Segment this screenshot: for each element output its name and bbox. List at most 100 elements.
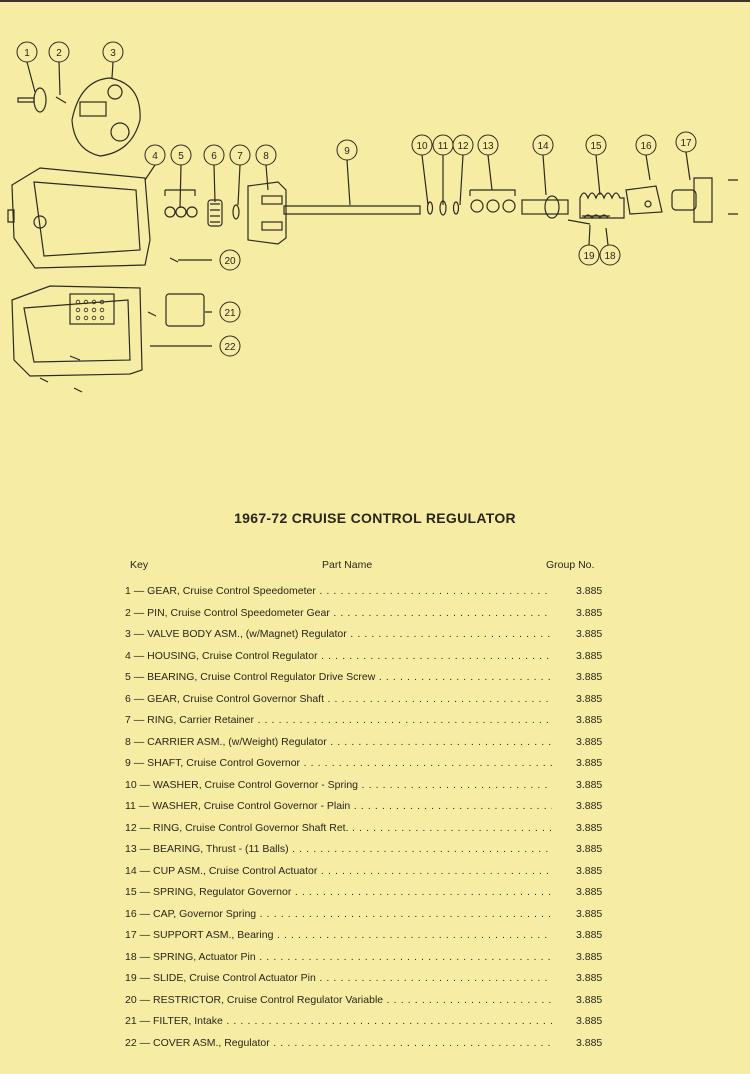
callout-21: 21 bbox=[219, 301, 241, 323]
svg-text:10: 10 bbox=[416, 141, 428, 152]
callout-8: 8 bbox=[255, 144, 277, 166]
column-header-part-name: Part Name bbox=[322, 559, 373, 571]
part-row: 7 — RING, Carrier Retainer 3.885 bbox=[125, 714, 615, 736]
group-number: 3.885 bbox=[576, 929, 603, 941]
group-number: 3.885 bbox=[576, 649, 603, 662]
callout-18: 18 bbox=[599, 244, 621, 266]
part-name: 16 — CAP, Governor Spring bbox=[125, 908, 552, 920]
part-name: 9 — SHAFT, Cruise Control Governor bbox=[125, 757, 552, 769]
part-row: 2 — PIN, Cruise Control Speedometer Gear… bbox=[125, 607, 615, 629]
svg-text:15: 15 bbox=[590, 141, 602, 152]
callout-14: 14 bbox=[532, 134, 554, 156]
part-name: 10 — WASHER, Cruise Control Governor - S… bbox=[125, 779, 552, 791]
svg-text:4: 4 bbox=[152, 151, 158, 162]
part-name: 1 — GEAR, Cruise Control Speedometer bbox=[125, 585, 552, 597]
part-row: 14 — CUP ASM., Cruise Control Actuator 3.… bbox=[125, 865, 615, 887]
callout-3: 3 bbox=[102, 41, 124, 63]
svg-text:7: 7 bbox=[237, 151, 243, 162]
callout-13: 13 bbox=[477, 134, 499, 156]
svg-text:17: 17 bbox=[680, 138, 692, 149]
parts-list: 1 — GEAR, Cruise Control Speedometer 3.88… bbox=[125, 585, 615, 1058]
part-row: 19 — SLIDE, Cruise Control Actuator Pin 3… bbox=[125, 972, 615, 994]
callout-4: 4 bbox=[144, 144, 166, 166]
group-number: 3.885 bbox=[576, 735, 603, 748]
column-header-group-no: Group No. bbox=[546, 559, 595, 571]
group-number: 3.885 bbox=[576, 1036, 603, 1049]
part-row: 12 — RING, Cruise Control Governor Shaft… bbox=[125, 822, 615, 844]
part-name: 17 — SUPPORT ASM., Bearing bbox=[125, 929, 552, 941]
part-name: 11 — WASHER, Cruise Control Governor - P… bbox=[125, 800, 552, 812]
part-name: 3 — VALVE BODY ASM., (w/Magnet) Regulato… bbox=[125, 628, 552, 640]
svg-text:12: 12 bbox=[457, 141, 469, 152]
part-row: 8 — CARRIER ASM., (w/Weight) Regulator 3.… bbox=[125, 736, 615, 758]
callout-17: 17 bbox=[675, 131, 697, 153]
svg-text:20: 20 bbox=[224, 256, 236, 267]
svg-text:11: 11 bbox=[438, 141, 449, 152]
group-number: 3.885 bbox=[576, 606, 603, 619]
group-number: 3.885 bbox=[576, 950, 603, 963]
callout-2: 2 bbox=[48, 41, 70, 63]
part-name: 21 — FILTER, Intake bbox=[125, 1015, 552, 1027]
part-name: 6 — GEAR, Cruise Control Governor Shaft bbox=[125, 693, 552, 705]
svg-text:3: 3 bbox=[110, 48, 116, 59]
group-number: 3.885 bbox=[576, 907, 603, 920]
column-header-key: Key bbox=[130, 559, 149, 571]
callout-15: 15 bbox=[585, 134, 607, 156]
callout-22: 22 bbox=[219, 335, 241, 357]
part-row: 3 — VALVE BODY ASM., (w/Magnet) Regulato… bbox=[125, 628, 615, 650]
group-number: 3.885 bbox=[576, 821, 603, 834]
group-number: 3.885 bbox=[576, 778, 603, 791]
group-number: 3.885 bbox=[576, 864, 603, 877]
part-name: 8 — CARRIER ASM., (w/Weight) Regulator bbox=[125, 736, 552, 748]
part-row: 18 — SPRING, Actuator Pin3.885 bbox=[125, 951, 615, 973]
part-row: 21 — FILTER, Intake 3.885 bbox=[125, 1015, 615, 1037]
part-name: 12 — RING, Cruise Control Governor Shaft… bbox=[125, 822, 552, 834]
group-number: 3.885 bbox=[576, 886, 603, 898]
part-name: 19 — SLIDE, Cruise Control Actuator Pin bbox=[125, 972, 552, 984]
svg-text:14: 14 bbox=[537, 141, 549, 152]
page-title: 1967-72 CRUISE CONTROL REGULATOR bbox=[234, 510, 516, 526]
svg-text:9: 9 bbox=[344, 146, 350, 157]
svg-text:1: 1 bbox=[24, 48, 30, 59]
part-row: 13 — BEARING, Thrust - (11 Balls) 3.885 bbox=[125, 843, 615, 865]
callout-16: 16 bbox=[635, 134, 657, 156]
svg-text:13: 13 bbox=[482, 141, 494, 152]
callout-6: 6 bbox=[203, 144, 225, 166]
callout-9: 9 bbox=[336, 139, 358, 161]
part-row: 17 — SUPPORT ASM., Bearing 3.885 bbox=[125, 929, 615, 951]
callout-12: 12 bbox=[452, 134, 474, 156]
group-number: 3.885 bbox=[576, 800, 603, 812]
part-name: 7 — RING, Carrier Retainer bbox=[125, 714, 552, 726]
callout-20: 20 bbox=[219, 249, 241, 271]
part-name: 5 — BEARING, Cruise Control Regulator Dr… bbox=[125, 671, 552, 683]
group-number: 3.885 bbox=[576, 714, 603, 726]
group-number: 3.885 bbox=[576, 692, 603, 705]
part-name: 13 — BEARING, Thrust - (11 Balls) bbox=[125, 843, 552, 855]
part-name: 15 — SPRING, Regulator Governor bbox=[125, 886, 552, 898]
part-row: 22 — COVER ASM., Regulator3.885 bbox=[125, 1037, 615, 1059]
part-name: 20 — RESTRICTOR, Cruise Control Regulato… bbox=[125, 994, 552, 1006]
group-number: 3.885 bbox=[576, 1015, 603, 1027]
part-row: 20 — RESTRICTOR, Cruise Control Regulato… bbox=[125, 994, 615, 1016]
part-name: 4 — HOUSING, Cruise Control Regulator bbox=[125, 650, 552, 662]
group-number: 3.885 bbox=[576, 993, 603, 1006]
part-row: 1 — GEAR, Cruise Control Speedometer 3.88… bbox=[125, 585, 615, 607]
part-row: 6 — GEAR, Cruise Control Governor Shaft 3… bbox=[125, 693, 615, 715]
part-row: 10 — WASHER, Cruise Control Governor - S… bbox=[125, 779, 615, 801]
part-row: 4 — HOUSING, Cruise Control Regulator 3.8… bbox=[125, 650, 615, 672]
callout-7: 7 bbox=[229, 144, 251, 166]
exploded-parts-diagram: 1 2 3 4 5 6 7 8 9 10 11 12 13 14 15 16 1… bbox=[7, 41, 738, 393]
group-number: 3.885 bbox=[576, 843, 603, 855]
part-row: 15 — SPRING, Regulator Governor 3.885 bbox=[125, 886, 615, 908]
callout-11: 11 bbox=[432, 134, 454, 156]
svg-text:21: 21 bbox=[224, 308, 236, 319]
group-number: 3.885 bbox=[576, 972, 603, 984]
callout-19: 19 bbox=[578, 244, 600, 266]
part-name: 14 — CUP ASM., Cruise Control Actuator bbox=[125, 865, 552, 877]
callout-10: 10 bbox=[411, 134, 433, 156]
group-number: 3.885 bbox=[576, 585, 603, 597]
callout-1: 1 bbox=[16, 41, 38, 63]
part-row: 11 — WASHER, Cruise Control Governor - P… bbox=[125, 800, 615, 822]
svg-text:8: 8 bbox=[263, 151, 269, 162]
svg-text:18: 18 bbox=[604, 251, 616, 262]
